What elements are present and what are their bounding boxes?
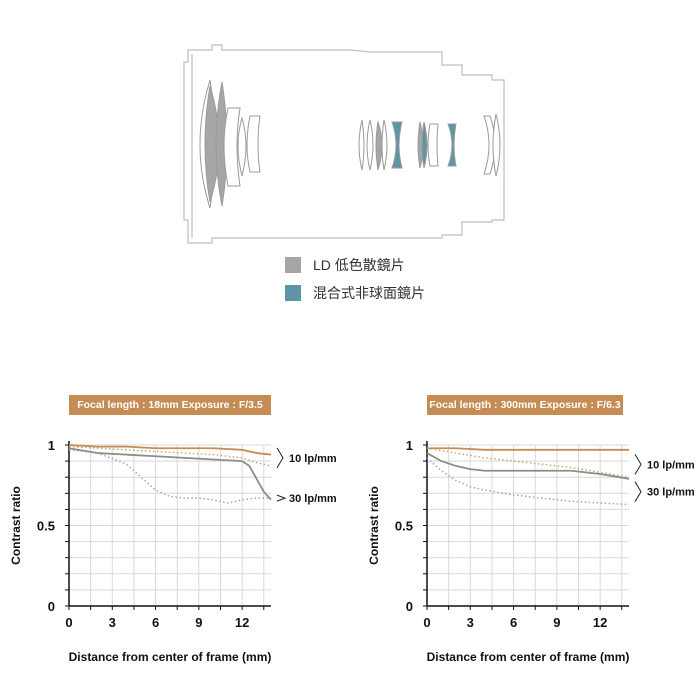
rear-lens-group	[483, 113, 501, 177]
mtf-chart-18mm: Focal length : 18mm Exposure : F/3.5 0 0.…	[6, 395, 346, 675]
lens-legend: LD 低色散鏡片 混合式非球面鏡片	[285, 254, 425, 310]
x-tick-label: 9	[553, 615, 560, 630]
legend-item-aspherical: 混合式非球面鏡片	[285, 282, 425, 304]
series-line-10-lp-mm-dotted	[426, 447, 630, 478]
y-tick-label: 0.5	[37, 519, 55, 534]
series-line-30-lp-mm-solid	[426, 452, 630, 480]
x-tick-label: 12	[593, 615, 607, 630]
aspherical-square-icon	[285, 285, 301, 301]
lens-construction-diagram	[170, 40, 530, 250]
aspherical-element-2	[421, 121, 428, 169]
y-tick-label: 1	[406, 438, 413, 453]
lens-diagram-svg	[183, 44, 505, 244]
annotation-label: 30 lp/mm	[647, 487, 695, 499]
legend-label-aspherical: 混合式非球面鏡片	[313, 285, 425, 301]
x-axis-label: Distance from center of frame (mm)	[427, 650, 630, 664]
front-lens-group	[199, 79, 261, 209]
annotation-label: 10 lp/mm	[647, 459, 695, 471]
annotation-bracket	[634, 481, 642, 502]
series-line-30-lp-mm-dotted	[68, 449, 271, 504]
aspherical-element-3	[447, 123, 457, 167]
x-tick-label: 6	[510, 615, 517, 630]
x-tick-label: 0	[423, 615, 430, 630]
annotation-label: 10 lp/mm	[289, 453, 337, 465]
ld-element-mid-1	[375, 120, 383, 171]
series-line-10-lp-mm-solid	[427, 447, 629, 451]
middle-lens-group	[358, 119, 457, 171]
legend-label-ld: LD 低色散鏡片	[313, 257, 405, 273]
annotation-bracket	[276, 494, 287, 502]
series-line-30-lp-mm-dotted	[426, 457, 630, 506]
legend-item-ld: LD 低色散鏡片	[285, 254, 425, 276]
y-tick-label: 1	[48, 438, 55, 453]
annotation-label: 30 lp/mm	[289, 493, 337, 505]
y-axis-label: Contrast ratio	[9, 486, 23, 565]
y-tick-label: 0	[406, 599, 413, 614]
chart-title-banner: Focal length : 18mm Exposure : F/3.5	[69, 395, 271, 415]
lens-barrel-outline	[183, 44, 505, 244]
x-tick-label: 6	[152, 615, 159, 630]
ld-square-icon	[285, 257, 301, 273]
series-line-10-lp-mm-solid	[68, 444, 272, 456]
y-axis-label: Contrast ratio	[367, 486, 381, 565]
x-tick-label: 12	[235, 615, 249, 630]
chart-title-banner: Focal length : 300mm Exposure : F/6.3	[427, 395, 623, 415]
x-axis-label: Distance from center of frame (mm)	[69, 650, 272, 664]
y-tick-label: 0.5	[395, 519, 413, 534]
x-tick-label: 9	[195, 615, 202, 630]
x-tick-label: 0	[65, 615, 72, 630]
annotation-bracket	[276, 447, 284, 469]
x-tick-label: 3	[467, 615, 474, 630]
y-tick-label: 0	[48, 599, 55, 614]
series-line-30-lp-mm-solid	[68, 447, 272, 501]
x-tick-label: 3	[109, 615, 116, 630]
annotation-bracket	[634, 454, 642, 475]
aspherical-element-1	[391, 121, 403, 169]
